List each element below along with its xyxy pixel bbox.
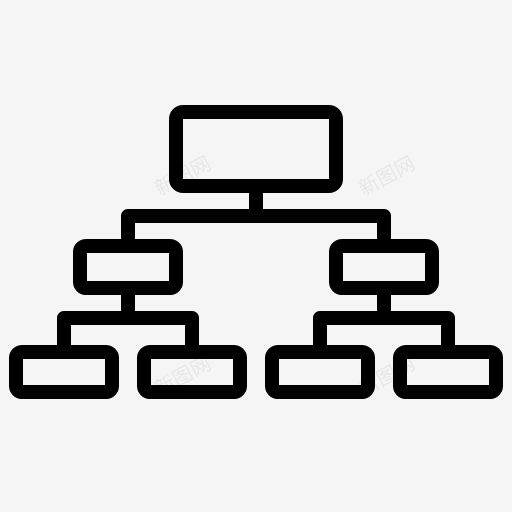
connector-level-2-left	[57, 311, 199, 352]
org-node-bottom-3	[265, 345, 375, 399]
connector-level-1	[121, 209, 391, 246]
org-node-bottom-4	[393, 345, 503, 399]
org-node-top	[169, 105, 343, 193]
org-node-mid-left	[73, 239, 183, 295]
org-node-bottom-2	[137, 345, 247, 399]
org-node-mid-right	[329, 239, 439, 295]
connector-level-2-right	[313, 311, 455, 352]
org-node-bottom-1	[9, 345, 119, 399]
